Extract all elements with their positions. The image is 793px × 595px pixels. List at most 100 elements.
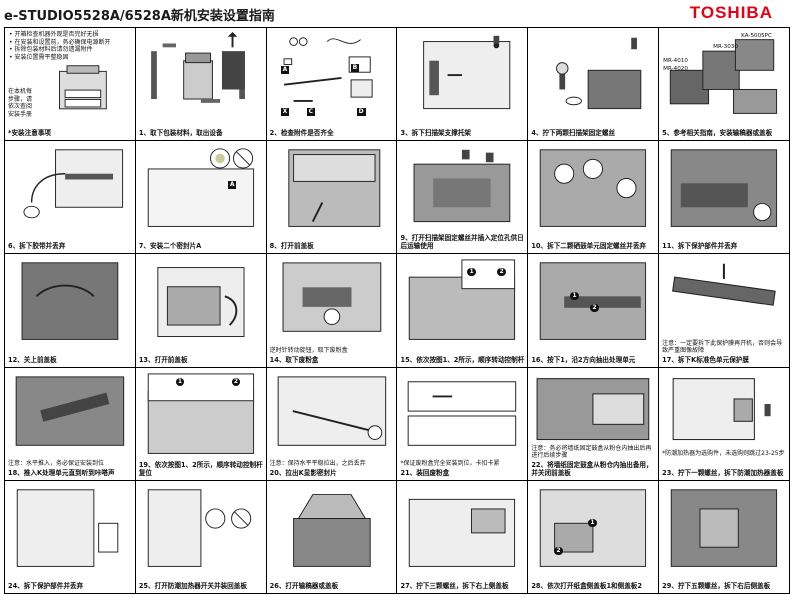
step-caption: 11、拆下保护部件并丢弃: [662, 242, 738, 251]
step-caption: 10、拆下二颗硒鼓单元固定螺丝并丢弃: [531, 242, 647, 251]
illustration-scanner-bracket: [401, 32, 523, 118]
step-cell-notes: • 开箱检查机器外观是否完好无损 • 在安装和设置前，务必确保电源断开 • 拆除…: [5, 28, 136, 142]
label-c: C: [306, 108, 316, 116]
label-2: 2: [554, 546, 563, 555]
label-1: 1: [570, 292, 579, 301]
step-cell-29: 29、拧下五颗螺丝，拆下右后侧盖板: [659, 480, 790, 594]
label-1: 1: [467, 268, 476, 277]
step-caption: *安装注意事项: [8, 129, 52, 138]
step-cell-17: 注意：一定要拆下此保护膜再开机，否则会导致严重图像故障 17、拆下K标准色单元保…: [659, 254, 790, 368]
step-caption: 17、拆下K标准色单元保护膜: [662, 355, 749, 364]
illustration-heater-cover: [663, 372, 785, 446]
illustration-heater-switch: [140, 485, 262, 571]
page-title: e-STUDIO5528A/6528A新机安装设置指南: [4, 9, 275, 24]
illustration-adf-open: [271, 485, 393, 571]
step-caption: 14、取下废粉盒: [269, 355, 319, 364]
step-cell-8: 8、打开前盖板: [266, 141, 398, 255]
illustration-unpack: [140, 32, 262, 118]
step-cell-15: 1 2 15、依次按图1、2所示，顺序转动控制杆: [397, 254, 529, 368]
option-label-4: MR-4020: [663, 66, 688, 72]
illustration-tape: [9, 145, 131, 231]
step-cell-16: 1 2 16、按下1，沿2方向抽出处理单元: [528, 254, 660, 368]
step-caption: 12、关上前盖板: [8, 355, 57, 364]
illustration-screw-store: [401, 145, 523, 231]
step-caption: 6、拆下胶带并丢弃: [8, 242, 66, 251]
step-cell-24: 24、拆下保护部件并丢弃: [5, 480, 136, 594]
step-cell-13: 13、打开前盖板: [135, 254, 267, 368]
illustration-tray-covers: [532, 485, 654, 571]
step-caption: 13、打开前盖板: [138, 355, 188, 364]
illustration-drum-pull: [532, 258, 654, 344]
step-caption: 16、按下1，沿2方向抽出处理单元: [531, 355, 636, 364]
option-label-3: MR-4010: [663, 58, 688, 64]
instruction-grid: • 开箱检查机器外观是否完好无损 • 在安装和设置前，务必确保电源断开 • 拆除…: [4, 27, 790, 594]
option-label-1: KA-5005PC: [741, 33, 772, 39]
step-caption: 8、打开前盖板: [269, 242, 314, 251]
illustration-front-cover: [271, 145, 393, 231]
step-cell-25: 25、打开防潮加热器开关并装回盖板: [135, 480, 267, 594]
step-note: 注意：保持水平平稳拉出，之后丢弃: [269, 460, 366, 468]
illustration-seal-pull: [271, 372, 393, 450]
step-caption: 9、打开扫描架固定螺丝并插入定位孔供日后运输使用: [400, 234, 524, 251]
step-cell-2: A B X C D 2、检查附件是否齐全: [266, 28, 398, 142]
step-cell-20: 注意：保持水平平稳拉出，之后丢弃 20、拉出K显影密封片: [266, 367, 398, 481]
step-cell-22: 注意：务必将墙纸固定鼓盒从粉仓内抽出后再进行后续步骤 22、将墙纸固定鼓盒从粉仓…: [528, 367, 660, 481]
illustration-screws: [532, 32, 654, 118]
option-label-2: MR-3030: [713, 44, 738, 50]
step-caption: 26、打开输稿器或盖板: [269, 581, 339, 590]
step-caption: 28、依次打开纸盒侧盖板1和侧盖板2: [531, 581, 642, 590]
label-1: 1: [175, 377, 185, 386]
step-caption: 4、拧下两颗扫描架固定螺丝: [531, 129, 616, 138]
step-note: 注意：水平推入，务必保证安装到位: [8, 460, 105, 468]
step-cell-10: 10、拆下二颗硒鼓单元固定螺丝并丢弃: [528, 141, 660, 255]
step-caption: 3、拆下扫描架支撑托架: [400, 129, 472, 138]
illustration-drum-screws: [532, 145, 654, 231]
step-cell-23: *防潮加热器为选购件，未选购则跳过23-25步 23、拧下一颗螺丝，拆下防潮加热…: [659, 367, 790, 481]
illustration-seal: [140, 145, 262, 231]
step-cell-18: 注意：水平推入，务必保证安装到位 18、推入K处理单元直到听到咔嗒声: [5, 367, 136, 481]
illustration-cartridge: [532, 372, 654, 446]
step-caption: 25、打开防潮加热器开关并装回盖板: [138, 581, 247, 590]
illustration-accessories: [271, 32, 393, 118]
illustration-levers: [401, 258, 523, 344]
step-cell-3: 3、拆下扫描架支撑托架: [397, 28, 529, 142]
step-note: 注意：一定要拆下此保护膜再开机，否则会导致严重图像故障: [662, 339, 783, 355]
illustration-right-rear-cover: [663, 485, 785, 571]
step-caption: 5、参考相关指南，安装输稿器或盖板: [662, 129, 773, 138]
illustration-protector: [663, 145, 785, 231]
page-header: e-STUDIO5528A/6528A新机安装设置指南 TOSHIBA: [0, 0, 793, 26]
step-note: 逆时针转动旋钮，取下废粉盒: [269, 347, 348, 355]
step-caption: 15、依次按图1、2所示，顺序转动控制杆: [400, 355, 525, 364]
illustration-film: [663, 258, 785, 320]
step-cell-21: *保证废粉盒完全安装到位，卡扣卡紧 21、装回废粉盒: [397, 367, 529, 481]
step-note: 注意：务必将墙纸固定鼓盒从粉仓内抽出后再进行后续步骤: [531, 444, 652, 460]
label-2: 2: [590, 304, 599, 313]
step-cell-28: 1 2 28、依次打开纸盒侧盖板1和侧盖板2: [528, 480, 660, 594]
step-caption: 2、检查附件是否齐全: [269, 129, 334, 138]
step-note: *防潮加热器为选购件，未选购则跳过23-25步: [662, 450, 785, 458]
step-caption: 27、拧下三颗螺丝，拆下右上侧盖板: [400, 581, 509, 590]
illustration-right-top-cover: [401, 485, 523, 571]
brand-logo: TOSHIBA: [689, 3, 773, 22]
step-cell-12: 12、关上前盖板: [5, 254, 136, 368]
illustration-open-cover: [140, 258, 262, 344]
step-cell-9: 9、打开扫描架固定螺丝并插入定位孔供日后运输使用: [397, 141, 529, 255]
step-cell-1: 1、取下包装材料，取出设备: [135, 28, 267, 142]
step-cell-7: A 7、安装二个密封片A: [135, 141, 267, 255]
illustration-close-cover: [9, 258, 131, 344]
step-cell-14: 逆时针转动旋钮，取下废粉盒 14、取下废粉盒: [266, 254, 398, 368]
step-caption: 29、拧下五颗螺丝，拆下右后侧盖板: [662, 581, 771, 590]
step-cell-4: 4、拧下两颗扫描架固定螺丝: [528, 28, 660, 142]
label-1: 1: [588, 518, 597, 527]
step-cell-26: 26、打开输稿器或盖板: [266, 480, 398, 594]
side-note: 在本机每步骤，请依次查阅安装手册: [8, 88, 33, 118]
step-cell-27: 27、拧下三颗螺丝，拆下右上侧盖板: [397, 480, 529, 594]
illustration-insert-drum: [9, 372, 131, 450]
label-2: 2: [497, 268, 506, 277]
illustration-waste-box: [401, 372, 523, 450]
label-a: A: [227, 181, 237, 190]
step-cell-19: 1 2 19、依次按图1、2所示，顺序转动控制杆复位: [135, 367, 267, 481]
label-2: 2: [231, 377, 241, 386]
step-caption: 19、依次按图1、2所示，顺序转动控制杆复位: [138, 460, 263, 477]
step-caption: 1、取下包装材料，取出设备: [138, 129, 223, 138]
